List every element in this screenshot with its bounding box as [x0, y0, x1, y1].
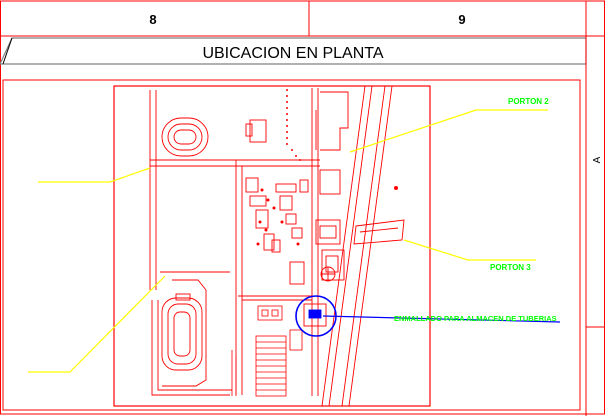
oval-track-north — [161, 117, 209, 157]
porton-3-label: PORTON 3 — [490, 263, 531, 272]
pipe-storage-enclosure — [303, 303, 327, 327]
main-roads — [149, 88, 320, 396]
porton-2-label: PORTON 2 — [508, 97, 549, 106]
oval-track-south — [161, 279, 207, 387]
viewport-frame — [2, 79, 581, 411]
title-bar-slash — [2, 37, 13, 65]
process-buildings — [245, 91, 349, 285]
grid-label-9: 9 — [458, 12, 465, 27]
grid-label-8: 8 — [149, 12, 156, 27]
drawing-title: UBICACION EN PLANTA — [202, 45, 383, 62]
plant-boundary — [113, 85, 431, 407]
warehouse-note: ENMALLADO PARA ALMACEN DE TUBERIAS — [394, 314, 557, 323]
grid-label-a: A — [592, 156, 603, 163]
warehouse-leader — [322, 315, 561, 323]
dotted-pipeline — [256, 89, 398, 246]
highway — [321, 85, 393, 407]
pipe-rack-south — [231, 305, 303, 397]
gate-3-building — [353, 219, 405, 245]
leader-lines — [28, 109, 548, 373]
